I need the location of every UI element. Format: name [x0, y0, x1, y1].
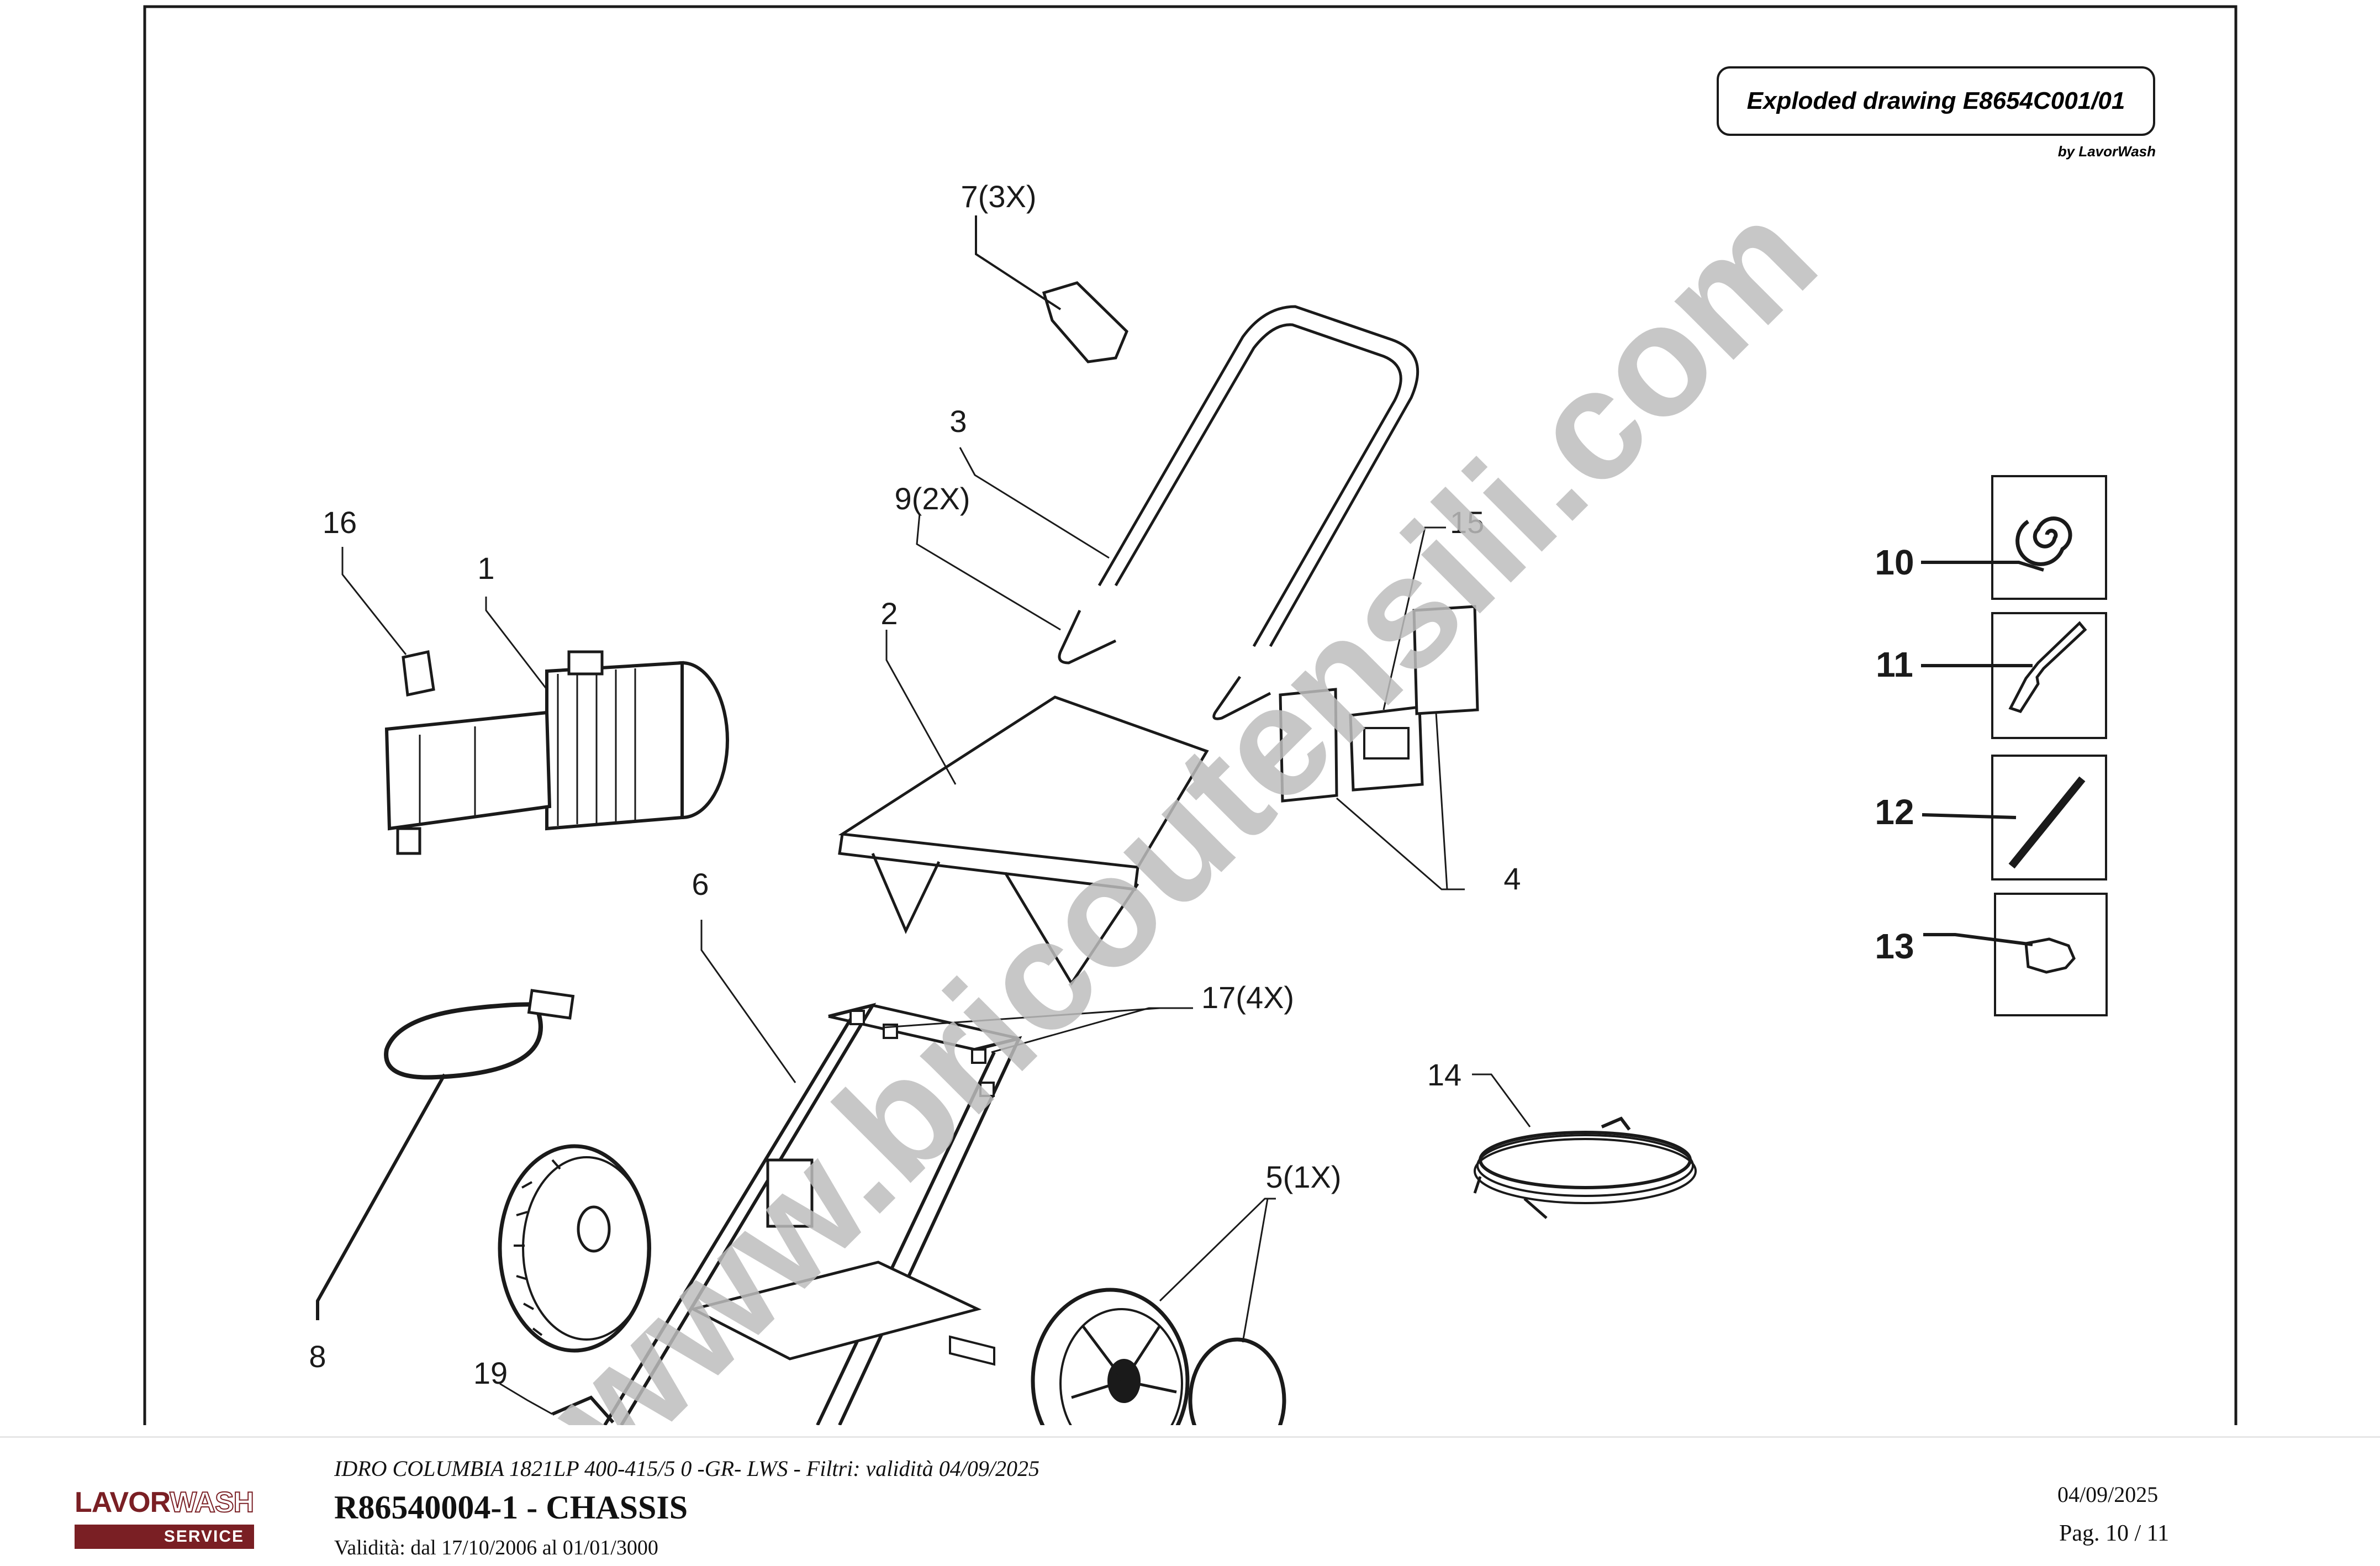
logo-service-bar: SERVICE: [75, 1525, 254, 1549]
model-line: IDRO COLUMBIA 1821LP 400-415/5 0 -GR- LW…: [334, 1456, 1039, 1481]
part-3-handle: [1097, 305, 1419, 647]
callout-4: 4: [1503, 861, 1521, 896]
callout-15: 15: [1450, 505, 1484, 540]
callout-5: 5(1X): [1266, 1159, 1342, 1194]
callout-2: 2: [880, 596, 898, 631]
callout-7: 7(3X): [961, 179, 1037, 214]
page-footer: [0, 1436, 2380, 1566]
part-16-knob: [402, 650, 435, 697]
part-5-hubcap: [1188, 1337, 1286, 1425]
callout-10: 10: [1875, 542, 1914, 582]
drawing-frame: [143, 5, 2237, 1425]
page-number: Pag. 10 / 11: [2059, 1521, 2170, 1546]
callout-8: 8: [309, 1339, 326, 1374]
part-14-hose-coil: [1473, 1116, 1697, 1219]
header-box-title: Exploded drawing E8654C001/01: [1747, 87, 2125, 114]
right-wheel: [1031, 1288, 1190, 1425]
left-wheel: [498, 1144, 651, 1353]
lavorwash-logo: LAVORWASH SERVICE: [75, 1486, 255, 1552]
part-4-box-a: [1279, 688, 1338, 803]
part-7-clip: [1042, 281, 1128, 363]
hose-reel-icon: [2015, 516, 2072, 566]
callout-11: 11: [1876, 645, 1913, 684]
part-8-hose: [384, 1002, 545, 1080]
callout-17: 17(4X): [1201, 980, 1294, 1015]
lance-icon: [2008, 776, 2086, 869]
part-6-chassis: [603, 1003, 1022, 1425]
page-title: R86540004-1 - CHASSIS: [334, 1489, 688, 1526]
part-17-washer: [849, 1010, 865, 1025]
logo-text-wash: WASH: [169, 1486, 255, 1519]
nozzle-icon: [2024, 937, 2076, 974]
validity-line: Validità: dal 17/10/2006 al 01/01/3000: [334, 1536, 658, 1559]
accessory-box-11: [1991, 612, 2107, 739]
header-box: [1717, 66, 2155, 136]
callout-14: 14: [1427, 1057, 1461, 1092]
callout-19: 19: [473, 1356, 508, 1390]
part-1-motor-pump: [384, 650, 729, 855]
callout-13: 13: [1875, 926, 1914, 966]
callout-1: 1: [477, 551, 494, 586]
part-4-box-b: [1412, 605, 1479, 715]
callout-6: 6: [692, 867, 709, 901]
callout-3: 3: [949, 404, 967, 439]
logo-text-lavor: LAVOR: [75, 1486, 170, 1518]
spray-gun-icon: [2008, 621, 2087, 713]
print-date: 04/09/2025: [2057, 1482, 2159, 1507]
callout-16: 16: [323, 505, 357, 540]
callout-9: 9(2X): [895, 481, 970, 516]
part-19: [551, 1395, 615, 1423]
exploded-drawing: Exploded drawing E8654C001/01 by LavorWa…: [143, 5, 2237, 1425]
part-9-hook: [1058, 609, 1117, 665]
accessory-box-10: [1991, 475, 2107, 600]
header-by: by LavorWash: [2058, 143, 2156, 160]
leader-lines: [316, 215, 2044, 1415]
callout-12: 12: [1875, 792, 1914, 832]
